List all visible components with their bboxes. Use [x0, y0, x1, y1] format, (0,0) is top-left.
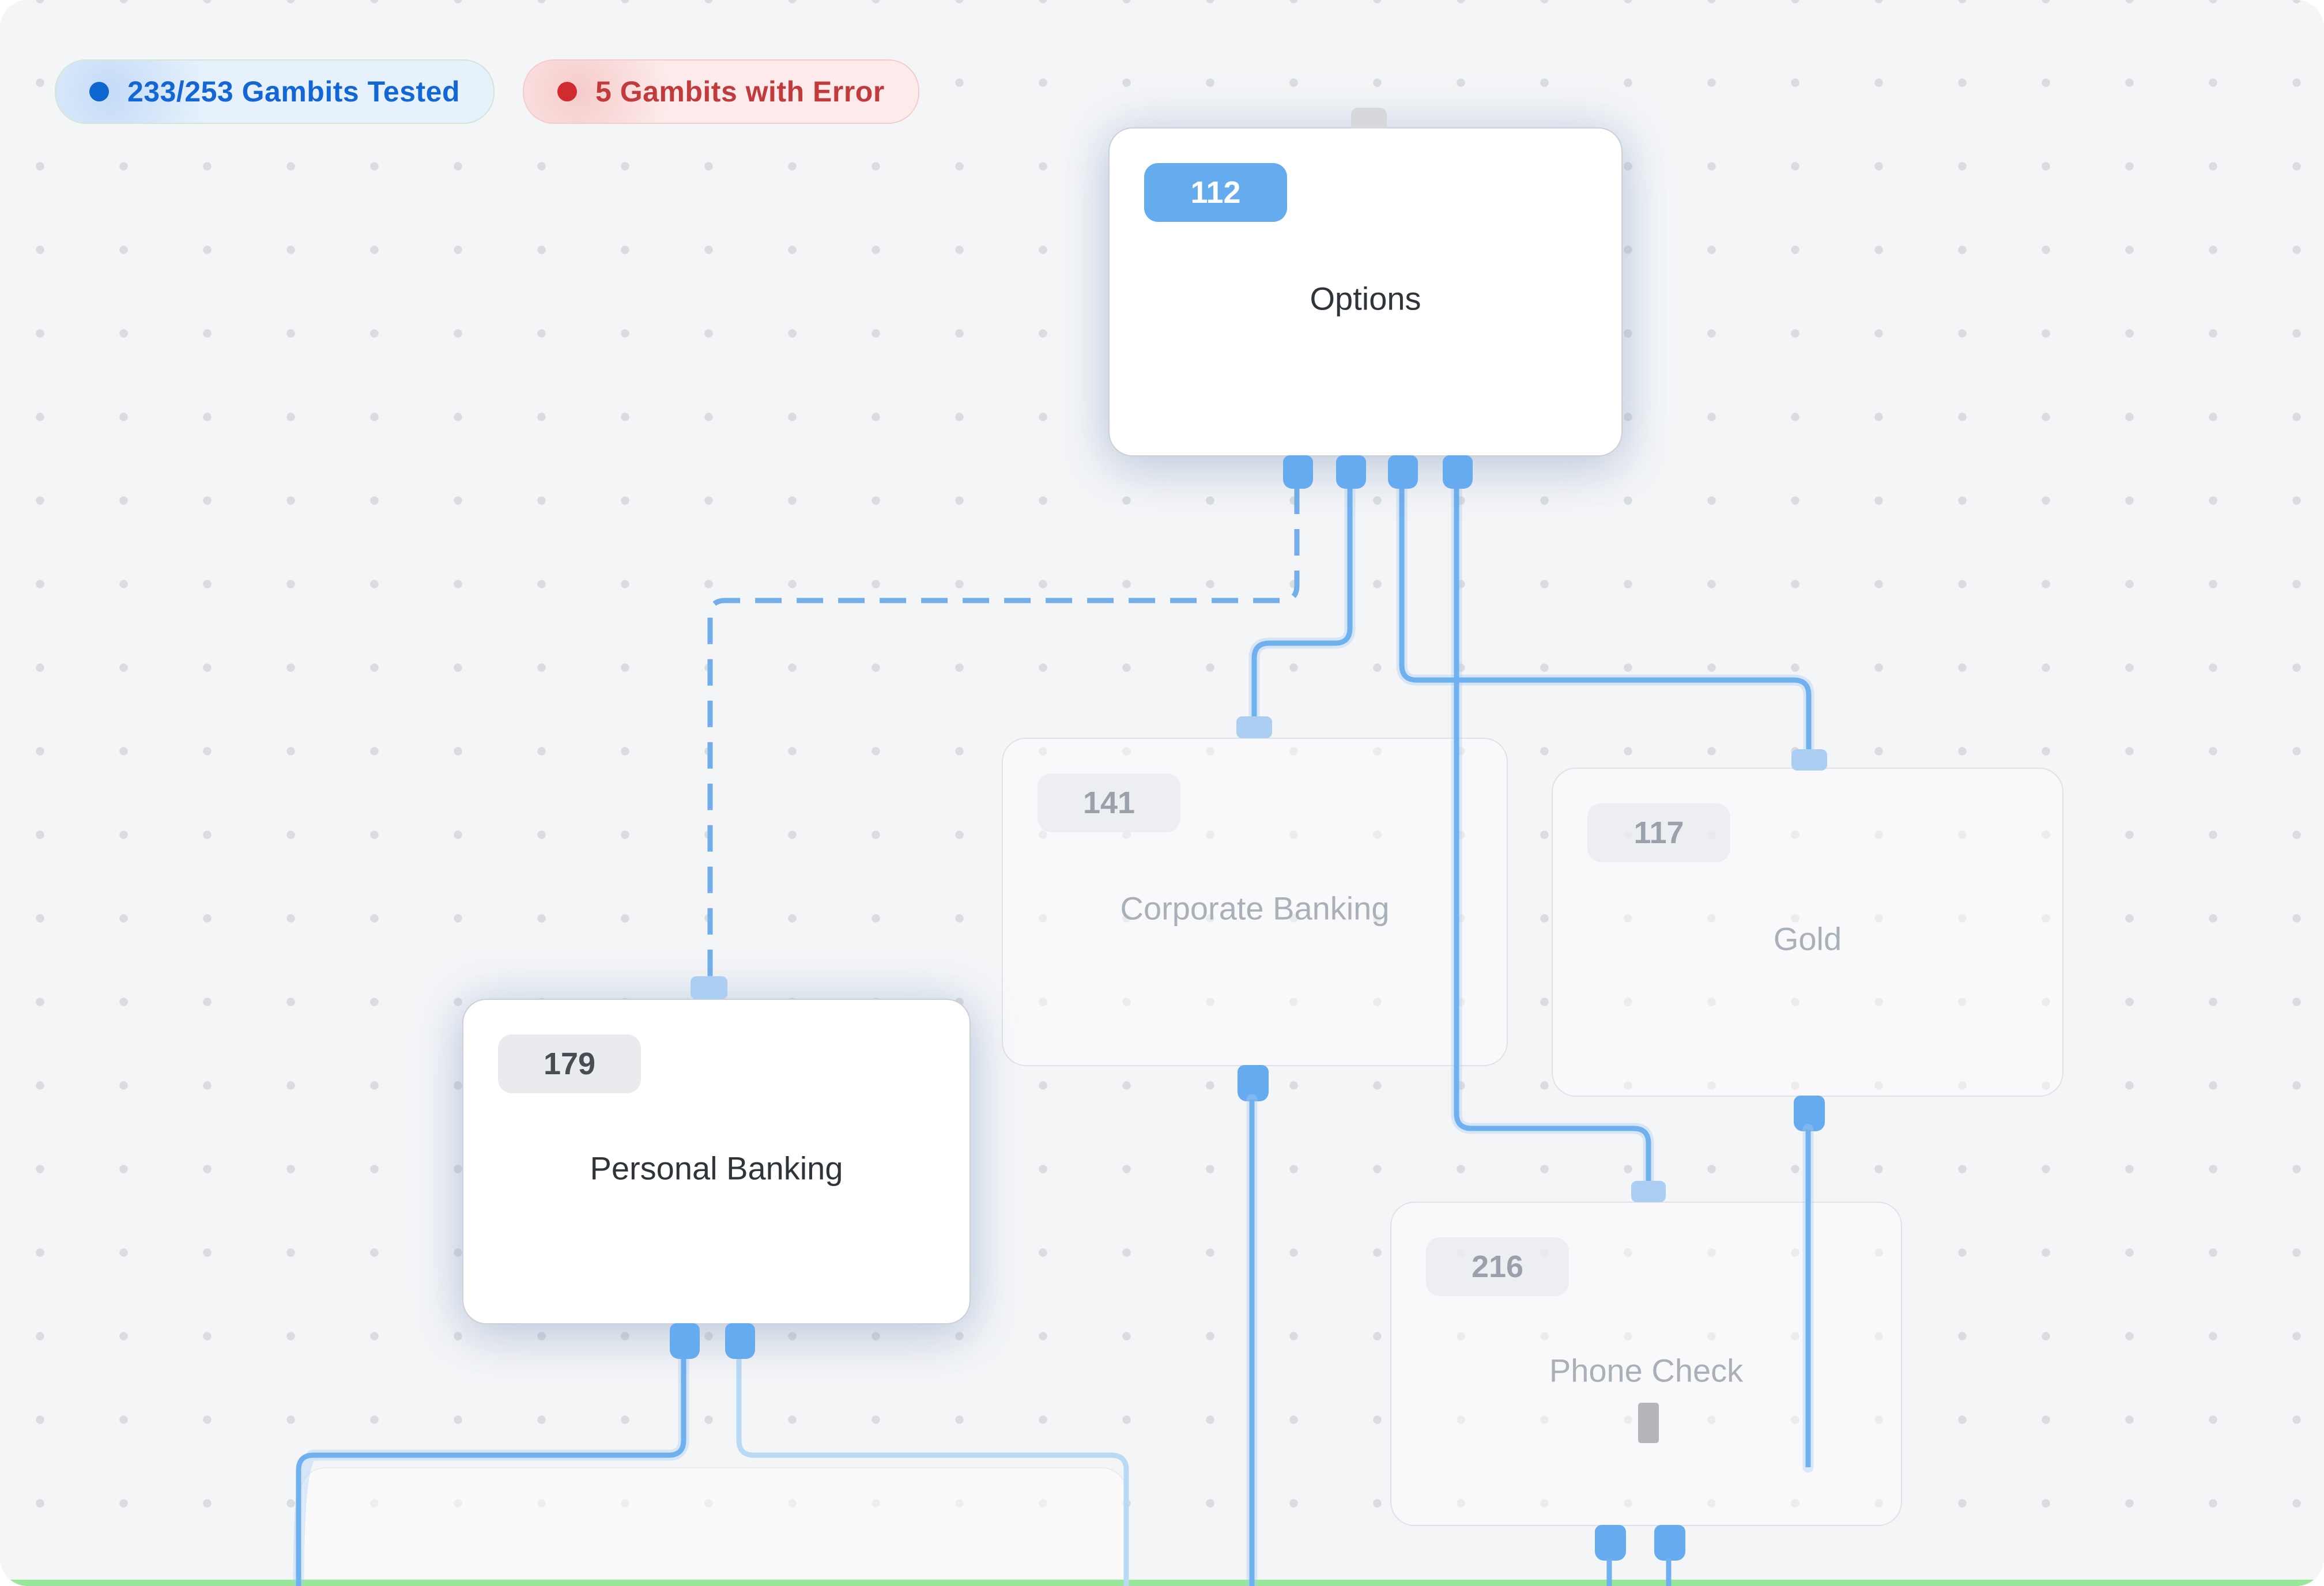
edge-personal-banking-right-down[interactable]	[736, 1357, 1129, 1586]
node-badge: 141	[1038, 773, 1180, 832]
input-handle[interactable]	[1351, 108, 1387, 129]
input-connector-gold[interactable]	[1791, 749, 1827, 771]
output-port[interactable]	[1336, 455, 1366, 489]
input-connector-corporate-banking[interactable]	[1236, 716, 1272, 738]
output-port[interactable]	[725, 1323, 755, 1359]
node-title: Personal Banking	[590, 1150, 843, 1187]
status-pills: 233/253 Gambits Tested 5 Gambits with Er…	[55, 59, 919, 124]
node-phone-check[interactable]: 216 Phone Check	[1390, 1202, 1902, 1561]
node-title: Phone Check	[1549, 1352, 1744, 1389]
node-options[interactable]: 112 Options	[1108, 108, 1623, 489]
error-count-label: 5 Gambits with Error	[595, 75, 885, 108]
edge-halo	[1451, 482, 1654, 1192]
canvas-bottom-boundary	[0, 1580, 2324, 1586]
input-connector-personal-banking[interactable]	[691, 976, 727, 999]
input-connector-phone-check[interactable]	[1631, 1181, 1666, 1202]
edge-halo	[1248, 482, 1356, 727]
output-port[interactable]	[1654, 1525, 1685, 1561]
node-gold[interactable]: 117 Gold	[1552, 768, 2063, 1131]
output-port[interactable]	[1283, 455, 1313, 489]
output-port[interactable]	[1443, 455, 1473, 489]
output-port[interactable]	[670, 1323, 700, 1359]
output-port[interactable]	[1794, 1096, 1825, 1131]
output-port[interactable]	[1388, 455, 1418, 489]
error-count-pill[interactable]: 5 Gambits with Error	[523, 59, 919, 124]
edge-halo	[293, 1351, 689, 1586]
node-badge: 216	[1426, 1237, 1569, 1296]
text-cursor	[1638, 1403, 1659, 1443]
node-badge: 112	[1144, 163, 1287, 222]
error-dot-icon	[557, 82, 578, 101]
edge-options-to-personal-banking[interactable]	[707, 488, 1300, 980]
edge-options-to-gold[interactable]	[1399, 485, 1812, 758]
output-port[interactable]	[1595, 1525, 1626, 1561]
tested-count-pill[interactable]: 233/253 Gambits Tested	[55, 59, 495, 124]
tested-dot-icon	[89, 82, 109, 101]
edge-halo	[1396, 482, 1814, 761]
node-badge: 179	[498, 1034, 641, 1093]
node-corporate-banking[interactable]: 141 Corporate Banking	[1002, 738, 1508, 1101]
edge-personal-banking-left-down[interactable]	[296, 1357, 686, 1586]
node-title: Gold	[1773, 920, 1842, 957]
node-badge: 117	[1587, 803, 1730, 862]
node-title: Corporate Banking	[1120, 890, 1390, 927]
offscreen-node[interactable]	[300, 1467, 1127, 1586]
edge-options-to-phone-check[interactable]	[1454, 485, 1651, 1189]
output-port[interactable]	[1238, 1065, 1269, 1101]
node-title: Options	[1310, 280, 1421, 317]
tested-count-label: 233/253 Gambits Tested	[127, 75, 461, 108]
node-personal-banking[interactable]: 179 Personal Banking	[462, 999, 971, 1359]
edge-options-to-corporate-banking[interactable]	[1251, 485, 1353, 724]
